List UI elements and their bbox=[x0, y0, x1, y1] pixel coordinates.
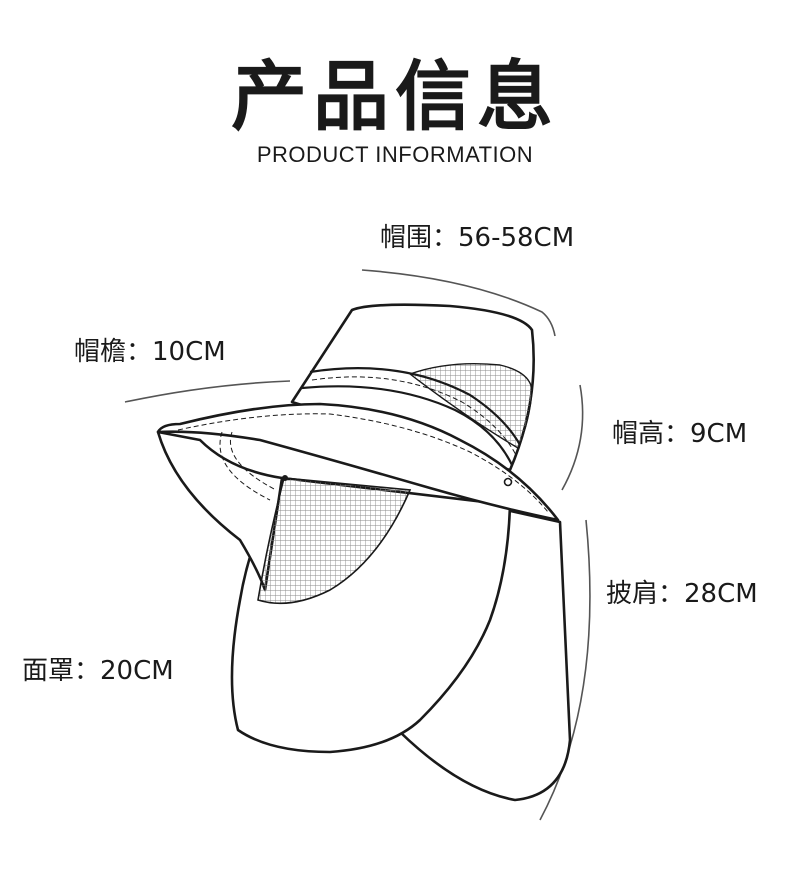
hat-band-lower bbox=[301, 385, 513, 466]
spec-mask: 面罩：20CM bbox=[22, 656, 174, 686]
rivet-left bbox=[282, 475, 288, 481]
back-cape bbox=[398, 508, 572, 802]
spec-cape: 披肩：28CM bbox=[606, 579, 758, 609]
page-subtitle: PRODUCT INFORMATION bbox=[256, 142, 534, 167]
hat-brim bbox=[156, 402, 560, 522]
height-guide-line bbox=[561, 384, 584, 491]
mask-mesh bbox=[257, 477, 412, 605]
cape-guide-line bbox=[539, 519, 591, 821]
spec-circumference: 帽围：56-58CM bbox=[380, 223, 575, 253]
rivet-right bbox=[503, 477, 513, 487]
circumference-guide-line bbox=[361, 269, 556, 337]
page-title: 产品信息 bbox=[231, 52, 559, 141]
hat-band bbox=[309, 367, 521, 446]
left-flap bbox=[156, 430, 284, 592]
spec-height: 帽高：9CM bbox=[612, 419, 748, 449]
brim-guide-line bbox=[124, 380, 291, 403]
spec-brim: 帽檐：10CM bbox=[74, 337, 226, 367]
